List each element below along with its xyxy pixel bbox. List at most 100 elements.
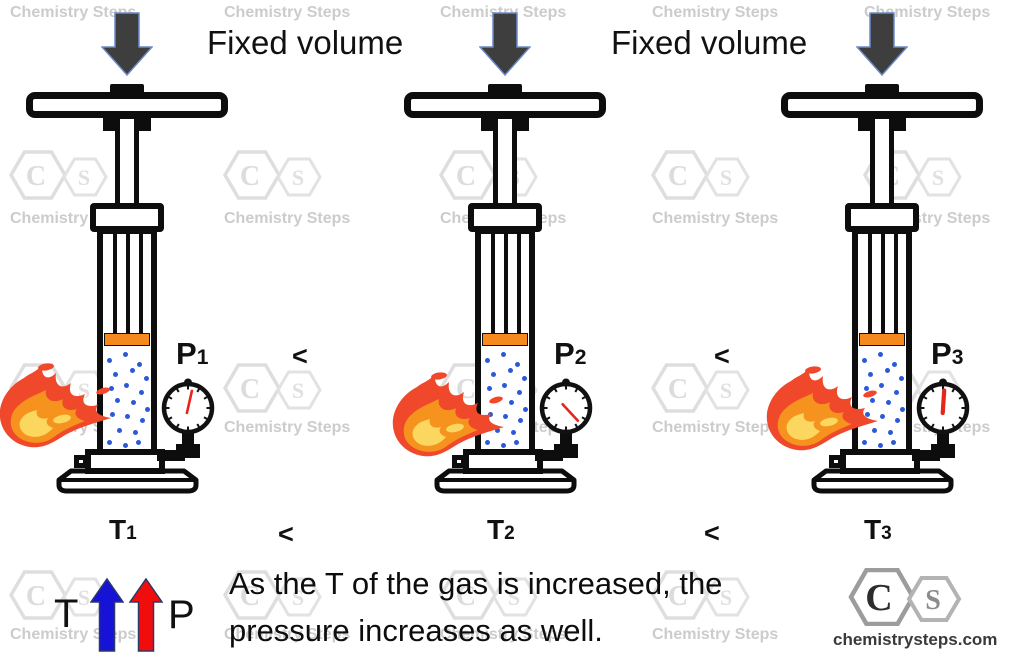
watermark-letter-s: S	[720, 585, 732, 610]
gas-molecule-dot	[502, 383, 507, 388]
gas-molecule-dot	[885, 368, 890, 373]
pressure-gauge	[539, 378, 593, 435]
watermark-letter-s: S	[508, 585, 520, 610]
gas-molecule-dot	[123, 443, 128, 448]
watermark-cs-logo-icon: C S	[650, 150, 750, 200]
legend-pressure-symbol: P	[168, 593, 195, 637]
watermark-text: Chemistry Steps	[652, 626, 779, 643]
watermark-cs-logo-icon: C S	[8, 150, 108, 200]
watermark-text: Chemistry Steps	[10, 4, 137, 21]
brand-cs-logo-icon: C S	[848, 567, 962, 627]
gauge-needle	[561, 402, 580, 423]
gas-molecule-dot	[144, 376, 149, 381]
flame-icon	[766, 366, 878, 451]
brand-letter-c: C	[865, 577, 892, 619]
piston-rod	[139, 233, 143, 336]
gas-molecule-dot	[868, 372, 873, 377]
gas-molecule-dot	[136, 440, 141, 445]
gauge-pipe	[157, 450, 185, 461]
watermark-logo: C S	[222, 150, 328, 207]
watermark-letter-s: S	[292, 585, 304, 610]
brand-domain: chemistrysteps.com	[833, 630, 998, 649]
gas-molecule-dot	[107, 440, 112, 445]
piston-rod	[894, 233, 898, 336]
watermark-letter-c: C	[668, 581, 688, 612]
gas-molecule-dot	[503, 414, 508, 419]
watermark-cs-logo-icon: C S	[222, 570, 322, 620]
handle-top-nub	[865, 84, 899, 95]
gas-molecule-dot	[485, 358, 490, 363]
shaft-joint-left	[481, 116, 494, 131]
piston-rod	[517, 233, 521, 336]
pressure-comparator-1: <	[292, 341, 308, 371]
watermark-letter-s: S	[932, 165, 944, 190]
pump-shaft	[115, 114, 139, 208]
gas-molecule-dot	[113, 372, 118, 377]
piston-rod	[126, 233, 130, 336]
temperature-label-pump-1: T1	[109, 514, 137, 545]
gas-molecule-dot	[495, 428, 500, 433]
gas-molecule-dot	[515, 362, 520, 367]
temperature-up-arrow-icon	[90, 577, 124, 652]
piston	[482, 333, 528, 346]
gauge-pipe	[912, 450, 940, 461]
gas-molecule-dot	[517, 390, 522, 395]
gas-molecule-dot	[862, 440, 867, 445]
pressure-label-pump-1: P1	[176, 336, 209, 371]
fixed-volume-label-1: Fixed volume	[207, 24, 404, 61]
gas-molecule-dot	[145, 407, 150, 412]
watermark-text: Chemistry Steps	[652, 419, 779, 436]
brand-hexagon-logo: C S	[845, 567, 980, 631]
watermark-text: Chemistry Steps	[652, 210, 779, 227]
shaft-joint-right	[893, 116, 906, 131]
handle-top-nub	[488, 84, 522, 95]
watermark-letter-s: S	[292, 378, 304, 403]
shaft-joint-right	[138, 116, 151, 131]
gas-molecule-dot	[109, 386, 114, 391]
brand-letter-s: S	[925, 585, 941, 616]
watermark-letter-c: C	[26, 161, 46, 192]
gas-molecule-dot	[508, 368, 513, 373]
watermark-logo: C S	[8, 570, 114, 627]
gas-molecule-dot	[509, 400, 514, 405]
gas-molecule-dot	[878, 443, 883, 448]
watermark-letter-s: S	[292, 165, 304, 190]
temperature-comparator-1: <	[278, 519, 294, 549]
watermark-logo: C S	[8, 150, 114, 207]
temperature-comparator-2: <	[704, 518, 720, 548]
gas-molecule-dot	[501, 352, 506, 357]
pressure-comparator-2: <	[714, 341, 730, 371]
caption-line1: As the T of the gas is increased, the	[229, 566, 723, 601]
watermark-cs-logo-icon: C S	[8, 570, 108, 620]
gas-molecule-dot	[514, 440, 519, 445]
watermark-text: Chemistry Steps	[224, 626, 351, 643]
gauge-needle	[940, 388, 947, 416]
piston-rod	[504, 233, 508, 336]
gauge-needle	[185, 389, 194, 415]
gas-molecule-dot	[892, 362, 897, 367]
gas-molecule-dot	[130, 368, 135, 373]
piston	[859, 333, 905, 346]
temperature-label-pump-3: T3	[864, 514, 892, 545]
gas-molecule-dot	[888, 430, 893, 435]
watermark-cs-logo-icon: C S	[438, 570, 538, 620]
gas-molecule-dot	[117, 428, 122, 433]
gas-molecule-dot	[864, 386, 869, 391]
gas-molecule-dot	[115, 398, 120, 403]
gas-molecule-dot	[894, 390, 899, 395]
gas-molecule-dot	[487, 386, 492, 391]
piston-rod	[881, 233, 885, 336]
watermark-letter-c: C	[456, 161, 476, 192]
gas-molecule-dot	[523, 407, 528, 412]
gas-molecule-dot	[880, 414, 885, 419]
pressure-up-arrow-icon	[129, 577, 163, 652]
caption-line2: pressure increases as well.	[229, 613, 603, 648]
gas-molecule-dot	[886, 400, 891, 405]
gas-molecule-dot	[125, 414, 130, 419]
gas-molecule-dot	[879, 383, 884, 388]
watermark-text: Chemistry Steps	[224, 419, 351, 436]
watermark-cs-logo-icon: C S	[222, 363, 322, 413]
shaft-joint-left	[103, 116, 116, 131]
watermark-letter-c: C	[240, 161, 260, 192]
gas-molecule-dot	[900, 407, 905, 412]
